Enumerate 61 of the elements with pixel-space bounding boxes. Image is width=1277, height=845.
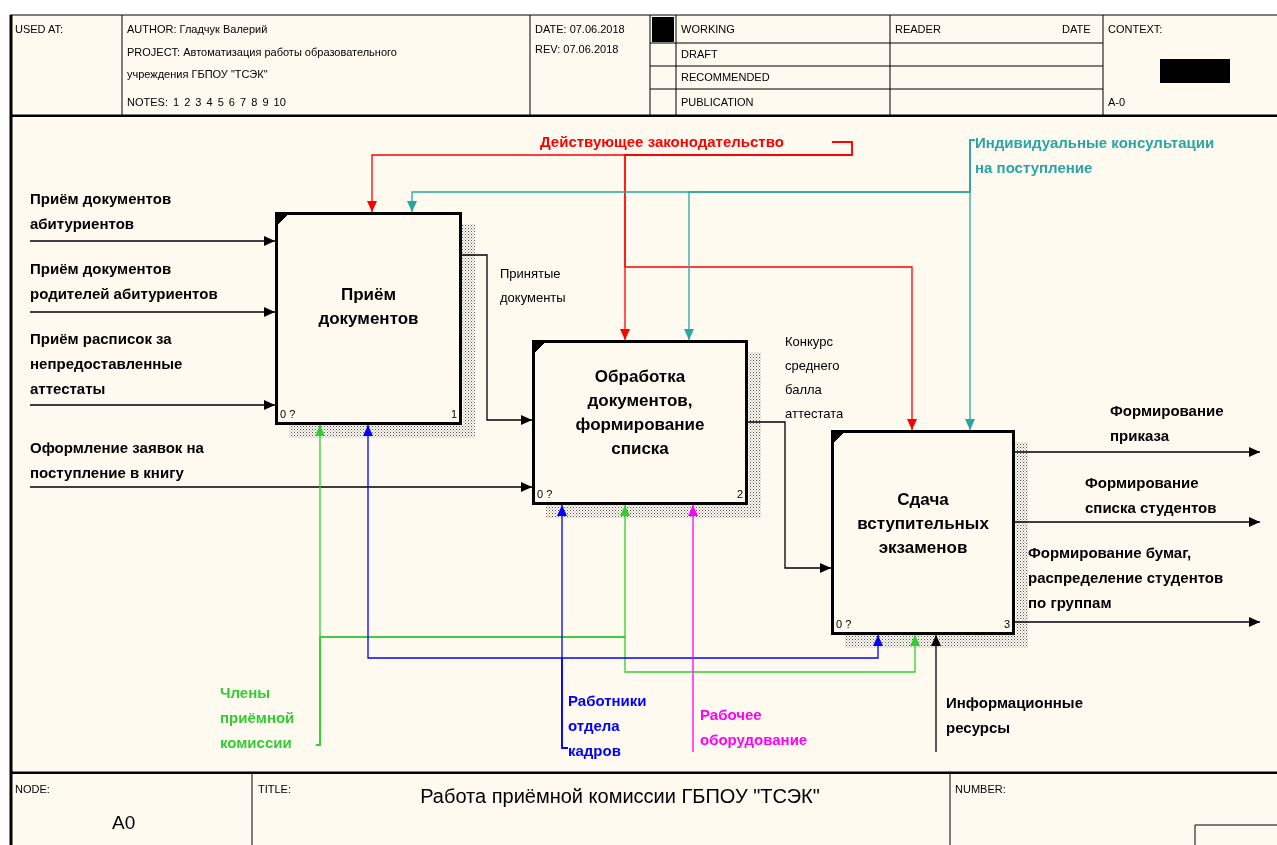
arrow — [461, 254, 533, 425]
header-text: PROJECT: Автоматизация работы образовательного учреждения ГБПОУ "ТСЭК" — [127, 45, 398, 82]
arrow-label: Оформление заявок на поступление в книгу — [30, 438, 205, 483]
box-corner-text: 0 ? — [280, 408, 296, 421]
box-corner-text: 0 ? — [836, 618, 852, 631]
arrow — [29, 482, 533, 492]
header-text: WORKING — [681, 22, 735, 36]
arrow — [1014, 447, 1261, 457]
diagram-title: Работа приёмной комиссии ГБПОУ "ТСЭК" — [419, 784, 821, 808]
arrow-label: Индивидуальные консультации на поступление — [975, 130, 1230, 180]
activity-box — [275, 212, 462, 425]
arrow-label: Приём расписок за непредоставленные аттестаты — [30, 329, 184, 399]
arrow — [561, 634, 883, 749]
arrow-label: Принятые документы — [500, 265, 567, 307]
arrow — [747, 421, 832, 573]
arrow-label: Конкурс среднего балла аттестата — [785, 333, 845, 423]
footer-text: NUMBER: — [955, 782, 1006, 796]
footer-text: NODE: — [15, 782, 50, 796]
box-corner-text: 0 ? — [537, 488, 553, 501]
header-text: DRAFT — [681, 47, 718, 61]
arrow-label: Формирование списка студентов — [1085, 473, 1218, 518]
arrow — [315, 634, 920, 746]
activity-name: Сдача вступительных экзаменов — [856, 489, 990, 559]
header-text: RECOMMENDED — [681, 70, 770, 84]
header-text: REV: 07.06.2018 — [535, 42, 619, 56]
header-text: CONTEXT: — [1108, 22, 1163, 36]
header-text: USED AT: — [15, 22, 64, 36]
box-number: 3 — [1003, 618, 1010, 631]
header-text: AUTHOR: Гладчук Валерий — [127, 22, 268, 36]
arrow-label: Формирование бумаг, распределение студентов по группам — [1028, 543, 1225, 613]
arrow — [29, 236, 276, 246]
arrow — [1014, 517, 1261, 527]
arrow-label: Члены приёмной комиссии — [220, 680, 316, 755]
box-number: 2 — [736, 488, 743, 501]
arrow-label: Работники отдела кадров — [568, 688, 663, 763]
header-text: DATE: 07.06.2018 — [535, 22, 625, 36]
footer-text: A0 — [112, 812, 136, 834]
arrow-label: Приём документов абитуриентов — [30, 189, 173, 234]
header-text: NOTES: 1 2 3 4 5 6 7 8 9 10 — [127, 95, 286, 109]
arrow-label: Приём документов родителей абитуриентов — [30, 259, 219, 304]
arrow — [1014, 617, 1261, 627]
header-text: PUBLICATION — [681, 95, 754, 109]
arrow — [624, 141, 917, 431]
arrow — [931, 634, 941, 753]
activity-box — [831, 430, 1015, 635]
arrow — [688, 504, 698, 753]
header-text: DATE — [1062, 22, 1091, 36]
arrow — [29, 307, 276, 317]
activity-name: Обработка документов, формирование списка — [574, 366, 706, 460]
header-text: READER — [895, 22, 941, 36]
arrow-label: Формирование приказа — [1110, 401, 1225, 446]
arrow — [965, 139, 976, 431]
footer-text: TITLE: — [258, 782, 291, 796]
header-text: A-0 — [1108, 95, 1126, 109]
box-number: 1 — [450, 408, 457, 421]
arrow-label: Рабочее оборудование — [700, 705, 809, 750]
arrow-label: Информационные ресурсы — [946, 693, 1084, 738]
activity-box — [532, 340, 748, 505]
arrow — [29, 400, 276, 410]
activity-name: Приём документов — [317, 284, 420, 330]
arrow-label: Действующее законодательство — [540, 131, 832, 153]
